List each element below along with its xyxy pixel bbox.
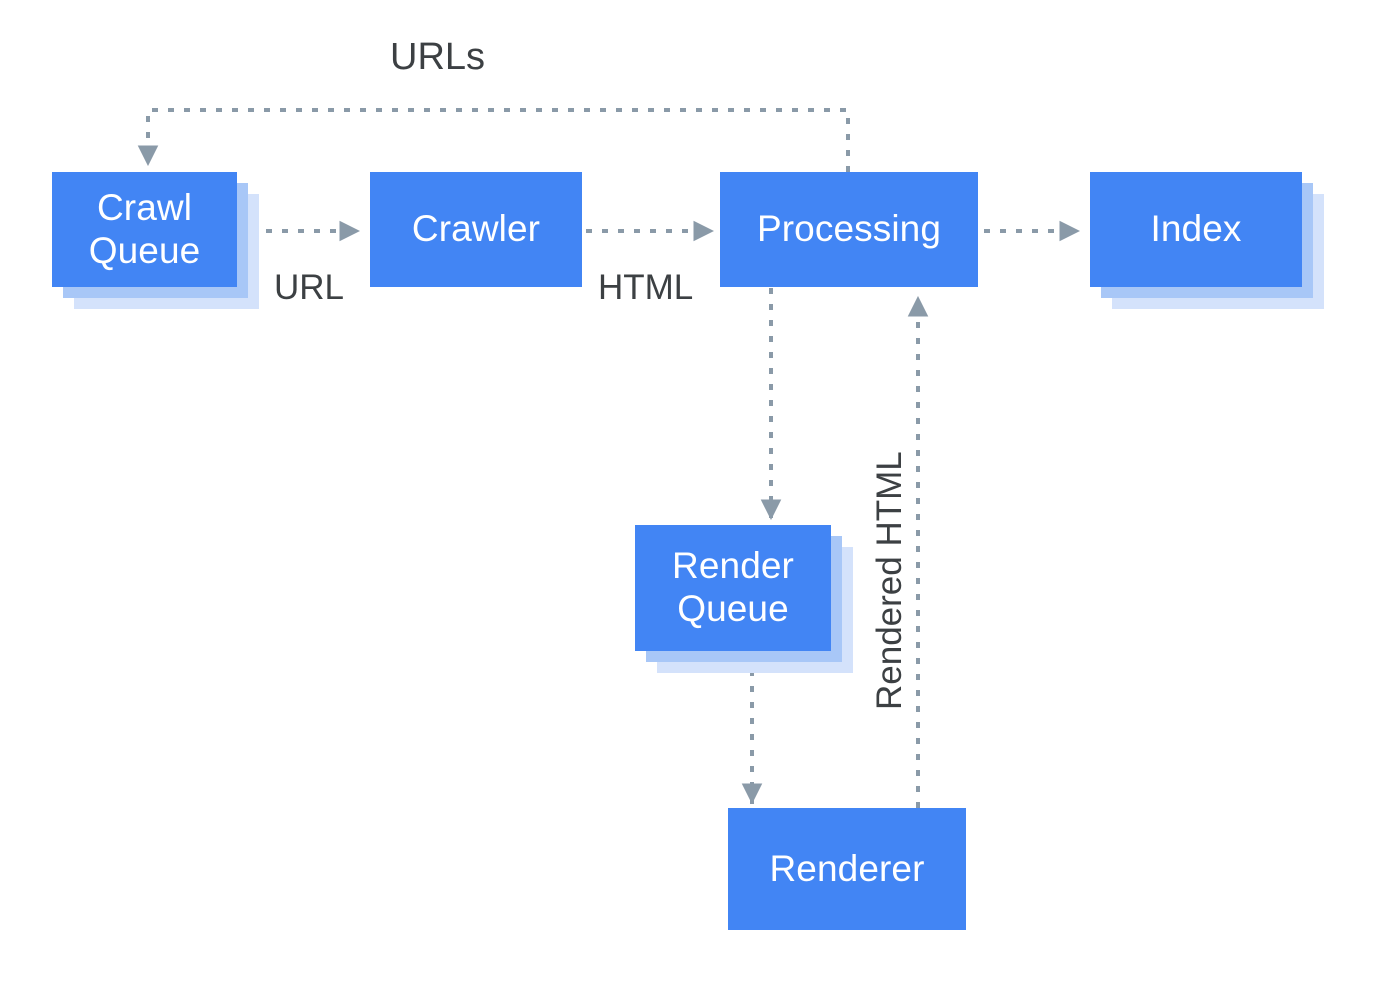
crawler-face: Crawler	[370, 172, 582, 287]
node-label-crawl-queue: Crawl Queue	[88, 186, 201, 271]
edge-label-url: URL	[274, 268, 345, 307]
edge-label-rendered-html: Rendered HTML	[870, 451, 909, 710]
node-label-renderer: Renderer	[769, 847, 925, 889]
node-label-processing: Processing	[756, 208, 942, 250]
crawl-queue-face: Crawl Queue	[52, 172, 237, 287]
node-render-queue[interactable]: Render Queue	[635, 525, 853, 673]
renderer-face: Renderer	[728, 808, 966, 930]
node-processing[interactable]: Processing	[720, 172, 978, 287]
node-label-crawler: Crawler	[411, 208, 541, 250]
render-queue-face: Render Queue	[635, 525, 831, 651]
node-renderer[interactable]: Renderer	[728, 808, 966, 930]
edge-processing-to-crawl-queue	[137, 108, 850, 172]
index-face: Index	[1090, 172, 1302, 287]
node-index[interactable]: Index	[1090, 172, 1324, 309]
node-label-index: Index	[1150, 208, 1242, 250]
node-crawler[interactable]: Crawler	[370, 172, 582, 287]
node-crawl-queue[interactable]: Crawl Queue	[52, 172, 259, 309]
urls-caption: URLs	[390, 36, 486, 78]
processing-face: Processing	[720, 172, 978, 287]
node-label-render-queue: Render Queue	[672, 545, 794, 629]
edge-label-html: HTML	[598, 268, 694, 307]
